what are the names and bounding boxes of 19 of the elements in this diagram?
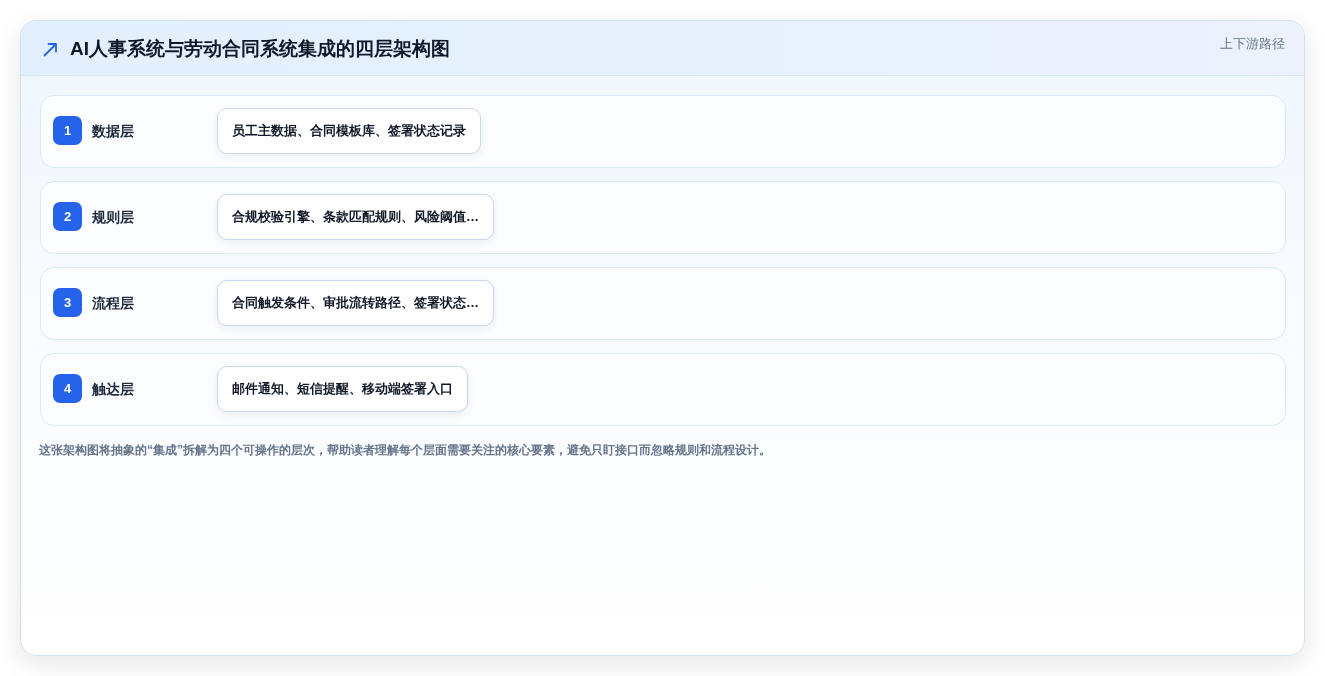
layer-name: 触达层 [92, 380, 134, 399]
description-box: 合同触发条件、审批流转路径、签署状态… [217, 280, 494, 326]
description-box: 邮件通知、短信提醒、移动端签署入口 [217, 366, 468, 412]
layer-name: 流程层 [92, 294, 134, 313]
description-box: 员工主数据、合同模板库、签署状态记录 [217, 108, 481, 154]
number-badge: 1 [53, 116, 82, 145]
layer-name: 规则层 [92, 208, 134, 227]
layer-name: 数据层 [92, 122, 134, 141]
number-badge: 2 [53, 202, 82, 231]
description-box: 合规校验引擎、条款匹配规则、风险阈值… [217, 194, 494, 240]
number-badge: 4 [53, 374, 82, 403]
layer-band [40, 353, 1286, 426]
layer-band [40, 267, 1286, 340]
diagram-title: AI人事系统与劳动合同系统集成的四层架构图 [70, 38, 450, 60]
number-badge: 3 [53, 288, 82, 317]
header-label: 上下游路径 [1220, 36, 1285, 52]
caption-text: 这张架构图将抽象的“集成”拆解为四个可操作的层次，帮助读者理解每个层面需要关注的核心要素，避免只盯接口而忽略规则和流程设计。 [39, 442, 771, 458]
layer-band [40, 181, 1286, 254]
layer-band [40, 95, 1286, 168]
